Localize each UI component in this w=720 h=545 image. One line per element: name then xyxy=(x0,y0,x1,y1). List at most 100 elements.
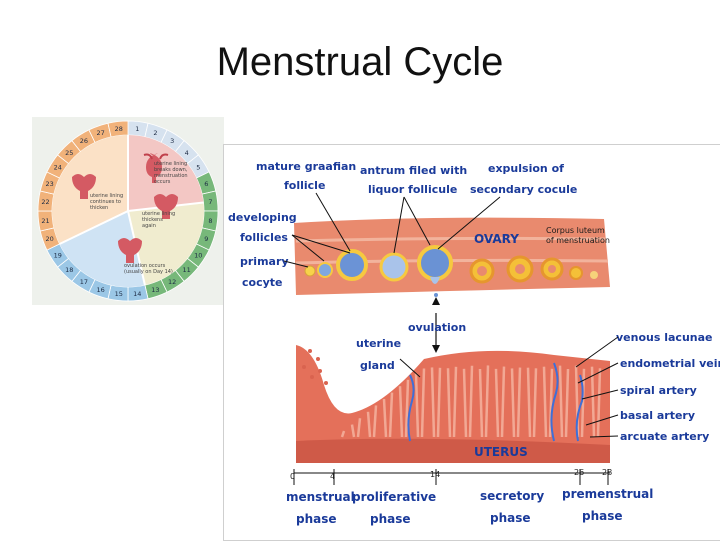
gland-stroke xyxy=(366,411,372,438)
timeline-ticks xyxy=(293,469,609,485)
day-number: 28 xyxy=(115,125,123,133)
day-number: 4 xyxy=(185,149,189,157)
phase-menstrual-1: menstrual xyxy=(286,490,355,504)
day-number: 26 xyxy=(80,137,88,145)
sector-divider xyxy=(59,210,129,245)
gland-stroke xyxy=(548,368,554,438)
wheel-note-again: uterine lining xyxy=(142,211,175,217)
developing-label-2: follicles xyxy=(240,231,288,244)
phase-secretory-1: secretory xyxy=(480,489,544,503)
primary-oocyte xyxy=(304,265,316,277)
gland-stroke xyxy=(350,424,356,438)
gland-stroke xyxy=(542,366,548,438)
expulsion-label-2: secondary cocule xyxy=(470,183,577,196)
day-number: 2 xyxy=(153,129,157,137)
arcuate-artery-label: arcuate artery xyxy=(620,430,709,443)
gland-stroke xyxy=(500,366,506,438)
gland-stroke xyxy=(516,367,522,438)
venous-lacunae-label: venous lacunae xyxy=(616,331,713,344)
uterus-icon-thickens xyxy=(72,174,96,199)
spiral-artery-label: spiral artery xyxy=(620,384,697,397)
antrum-label-2: liquor follicule xyxy=(368,183,457,196)
mature-graafian-label-2: follicle xyxy=(284,179,325,192)
wheel-note-ovulation: ovulation occurs xyxy=(124,263,166,269)
gland-stroke xyxy=(356,418,362,438)
day-number: 12 xyxy=(168,278,176,286)
gland-stroke xyxy=(398,386,404,438)
wheel-note-again: thickens xyxy=(142,217,163,223)
endometrial-vein-label: endometrial vein xyxy=(620,357,720,370)
phase-proliferative-2: phase xyxy=(370,512,411,526)
wheel-note-menses: menstruation xyxy=(154,173,188,179)
tick-label-28: 28 xyxy=(602,468,612,477)
mature-graafian-follicle xyxy=(417,245,453,281)
gland-stroke xyxy=(564,368,570,438)
gland-stroke xyxy=(526,367,532,438)
phase-premenstrual-1: premenstrual xyxy=(562,487,653,501)
day-number: 15 xyxy=(115,290,123,298)
gland-stroke xyxy=(388,392,394,438)
gland-stroke xyxy=(596,368,602,438)
sector-ovulation xyxy=(59,211,145,287)
developing-follicle xyxy=(317,262,333,278)
day-number: 7 xyxy=(208,198,212,206)
slide-title: Menstrual Cycle xyxy=(0,40,720,85)
day-number: 27 xyxy=(96,129,104,137)
gland-stroke xyxy=(404,379,410,438)
uterus-label: UTERUS xyxy=(474,445,528,459)
day-number: 13 xyxy=(151,286,159,294)
gland-stroke xyxy=(510,368,516,438)
uterus-icon-menses xyxy=(143,153,169,183)
uterus-icon-again xyxy=(154,194,178,219)
tick-label-0: 0 xyxy=(290,472,295,481)
ovary-uterus-diagram-panel: OVARY Corpus luteum of menstruation matu… xyxy=(223,144,720,541)
gland-stroke xyxy=(452,366,458,438)
gland-stroke xyxy=(468,365,474,438)
uterine-gland-label-2: gland xyxy=(360,359,395,372)
uterus-base xyxy=(296,438,610,463)
wheel-note-ovulation: (usually on Day 14) xyxy=(124,269,173,275)
day-number: 22 xyxy=(41,198,49,206)
day-number: 14 xyxy=(133,290,141,298)
day-number: 16 xyxy=(96,286,104,294)
day-number: 6 xyxy=(204,180,208,188)
tick-label-14: 14 xyxy=(430,470,440,479)
wheel-note-again: again xyxy=(142,223,156,229)
phase-premenstrual-2: phase xyxy=(582,509,623,523)
gland-stroke xyxy=(446,368,452,438)
uterus-icon-ovulation xyxy=(118,238,142,263)
gland-stroke xyxy=(590,366,596,438)
ovary-label: OVARY xyxy=(474,232,519,246)
phase-menstrual-2: phase xyxy=(296,512,337,526)
tick-label-4: 4 xyxy=(330,472,335,481)
uterine-gland-label-1: uterine xyxy=(356,337,401,350)
wheel-note-menses: occurs xyxy=(154,179,171,185)
gland-stroke xyxy=(430,367,436,438)
uterus-leader-lines xyxy=(399,336,619,438)
phase-secretory-2: phase xyxy=(490,511,531,525)
gland-stroke xyxy=(494,368,500,438)
corpus-luteum-stages xyxy=(469,255,598,284)
day-number: 11 xyxy=(183,266,191,274)
gland-stroke xyxy=(372,405,378,438)
wheel-note-thickens: continues to xyxy=(90,199,121,205)
slide-title-text: Menstrual Cycle xyxy=(216,40,504,84)
primary-label-1: primary xyxy=(240,255,289,268)
sector-luteal xyxy=(128,202,204,286)
day-number: 8 xyxy=(208,217,212,225)
day-number: 21 xyxy=(41,217,49,225)
wheel-note-menses: breaks down, xyxy=(154,167,188,173)
day-number: 19 xyxy=(54,252,62,260)
ovary-uterus-diagram: OVARY Corpus luteum of menstruation matu… xyxy=(228,160,720,526)
wheel-note-thickens: thicken xyxy=(90,205,108,211)
gland-stroke xyxy=(558,365,564,438)
ovary-leader-lines xyxy=(283,192,501,268)
gland-stroke xyxy=(436,367,442,438)
gland-stroke xyxy=(532,368,538,438)
day-number: 17 xyxy=(80,278,88,286)
primary-label-2: cocyte xyxy=(242,276,283,289)
gland-stroke xyxy=(478,368,484,438)
day-number: 9 xyxy=(204,235,208,243)
day-number: 23 xyxy=(46,180,54,188)
